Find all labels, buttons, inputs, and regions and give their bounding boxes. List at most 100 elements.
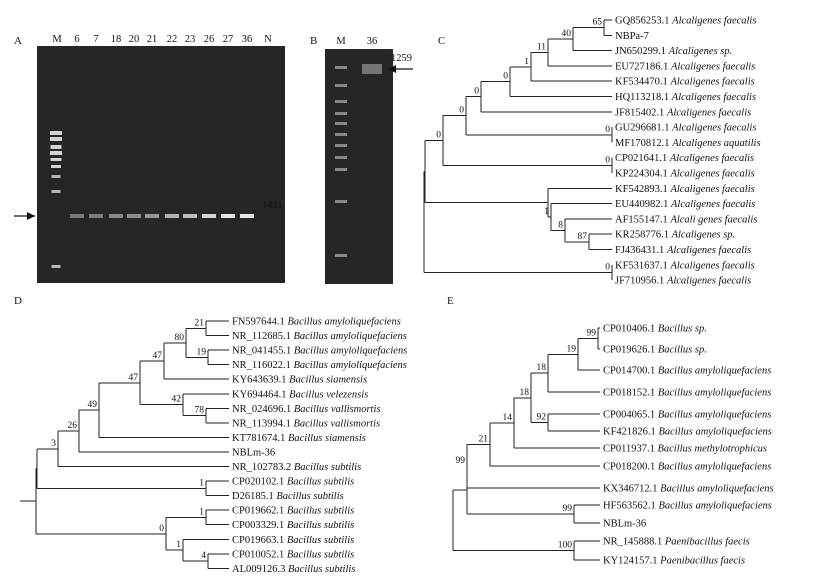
bootstrap-value: 21 [479,434,489,444]
bootstrap-value: 42 [172,395,182,405]
bootstrap-value: 1 [176,540,181,550]
leaf-label: HF563562.1 Bacillus amyloliquefaciens [603,501,772,512]
bootstrap-value: 18 [537,363,547,373]
sample-band [89,214,103,218]
bootstrap-value: 4 [201,551,206,561]
bootstrap-value: 99 [563,504,573,514]
bootstrap-value: 0 [159,524,164,534]
leaf-label: CP019626.1 Bacillus sp. [603,345,707,356]
panel-d-letter: D [14,295,22,307]
ladder-band [335,112,347,115]
sample-bands [70,214,254,218]
lane-label: 36 [242,34,253,45]
leaf-label: CP020102.1 Bacillus subtilis [232,477,354,488]
ladder-band [50,158,62,161]
bootstrap-value: 1 [524,57,529,67]
bootstrap-value: 11 [537,43,546,53]
bootstrap-value: 3 [51,439,56,449]
ladder-band [335,200,347,203]
lane-label: 22 [167,34,178,45]
bootstrap-value: 0 [436,131,441,141]
ladder-band [50,151,62,155]
gel-background [325,49,393,284]
lane-label: 21 [147,34,158,45]
leaf-label: JN650299.1 Alcaligenes sp. [615,46,732,57]
leaf-label: HQ113218.1 Alcaligenes faecalis [615,92,756,103]
ladder-band [51,265,61,268]
lane-label-marker: M [336,36,346,47]
lane-label: 20 [129,34,140,45]
leaf-label: KY643639.1 Bacillus siamensis [232,375,367,386]
sample-band [70,214,84,218]
panel-a-letter: A [14,35,22,47]
leaf-label: AL009126.3 Bacillus subtilis [232,564,355,575]
bootstrap-value: 14 [503,413,513,423]
leaf-label: AF155147.1 Alcali genes faecalis [615,214,757,225]
leaf-label: KT781674.1 Bacillus siamensis [232,433,366,444]
leaf-label: CP019662.1 Bacillus subtilis [232,506,354,517]
leaf-label: NR_024696.1 Bacillus vallismortis [232,404,380,415]
bootstrap-value: 0 [605,155,610,165]
ladder-band [335,122,347,125]
leaf-label: KF421826.1 Bacillus amyloliquefaciens [603,427,772,438]
leaf-label: KY124157.1 Paenibacillus faecis [603,556,745,567]
ladder-band [335,100,347,103]
leaf-label: KF531637.1 Alcaligenes faecalis [615,260,755,271]
marker-ladder [335,66,347,257]
ladder-band [335,84,347,87]
bootstrap-value: 87 [578,232,588,242]
lane-labels-b: M 36 [336,36,377,47]
lane-label: 36 [367,36,378,47]
leaf-label: CP014700.1 Bacillus amyloliquefaciens [603,366,771,377]
leaf-label: EU727186.1 Alcaligenes faecalis [615,61,755,72]
leaf-label: MF170812.1 Alcaligenes aquatilis [615,138,761,149]
leaf-label: GQ856253.1 Alcaligenes faecalis [615,16,756,27]
leaf-label: KF542893.1 Alcaligenes faecalis [615,184,755,195]
bootstrap-value: 65 [593,18,603,28]
panel-e-letter: E [447,295,454,307]
leaf-label: NR_116022.1 Bacillus amyloliquefaciens [232,360,407,371]
sample-band [145,214,159,218]
leaf-label: NR_102783.2 Bacillus subtilis [232,462,361,473]
lane-label: N [264,34,272,45]
ladder-band [50,145,62,149]
bootstrap-value: 0 [503,72,508,82]
lane-label-marker: M [52,34,62,45]
bootstrap-value: 47 [129,373,139,383]
leaf-label: NR_113994.1 Bacillus vallismortis [232,418,380,429]
ladder-band [51,175,61,178]
leaf-label: JF815402.1 Alcaligenes faecalis [615,107,751,118]
leaf-label: FJ436431.1 Alcaligenes faecalis [615,245,751,256]
arrow-icon [388,65,413,73]
band-size-label-b: 1259 [391,53,412,64]
bootstrap-value: 0 [474,87,479,97]
bootstrap-value: 49 [88,400,98,410]
bootstrap-value: 99 [456,456,466,466]
leaf-label: NR_041455.1 Bacillus amyloliquefaciens [232,346,407,357]
leaf-label: GU296681.1 Alcaligenes faecalis [615,123,756,134]
arrow-icon [14,212,35,220]
bootstrap-value: 80 [175,333,185,343]
leaf-label: CP010052.1 Bacillus subtilis [232,549,354,560]
leaf-label: NR_112685.1 Bacillus amyloliquefaciens [232,331,407,342]
bootstrap-value: 40 [562,29,572,39]
leaf-label: CP018200.1 Bacillus amyloliquefaciens [603,462,771,473]
leaf-label: CP021641.1 Alcaligenes faecalis [615,153,754,164]
sample-band [202,214,216,218]
sample-band [109,214,123,218]
leaf-label: NR_145888.1 Paenibacillus faecis [603,537,750,548]
leaf-label: FN597644.1 Bacillus amyloliquefaciens [232,317,401,328]
leaf-label: CP019663.1 Bacillus subtilis [232,535,354,546]
lane-label: 18 [111,34,122,45]
leaf-label: NBPa-7 [615,31,649,42]
gel-background [37,46,285,283]
gel-image-b [325,49,393,284]
leaf-label: CP018152.1 Bacillus amyloliquefaciens [603,388,771,399]
leaf-label: EU440982.1 Alcaligenes faecalis [615,199,755,210]
ladder-band [335,144,347,147]
lane-label: 27 [223,34,234,45]
